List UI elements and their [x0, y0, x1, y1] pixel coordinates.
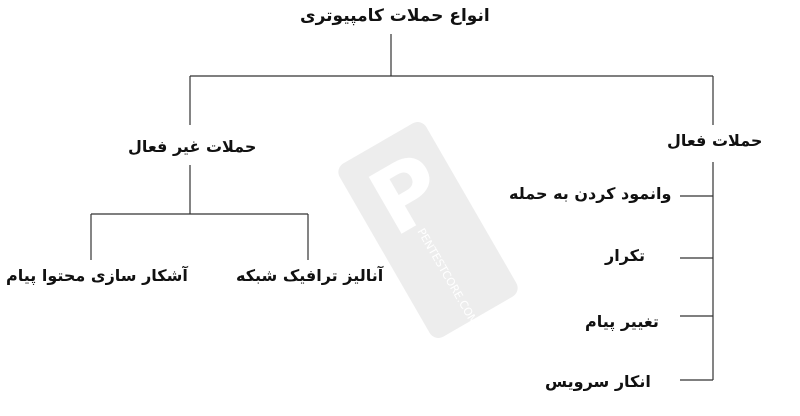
- active-leaf-masquerade: وانمود کردن به حمله: [509, 184, 672, 203]
- active-leaf-modification: تغییر پیام: [585, 312, 659, 331]
- passive-attacks-node: حملات غیر فعال: [128, 137, 257, 156]
- diagram-title: انواع حملات کامپیوتری: [300, 6, 490, 26]
- passive-leaf-release-of-content: آشکار سازی محتوا پیام: [6, 266, 188, 285]
- active-leaf-replay: تکرار: [605, 246, 645, 265]
- passive-leaf-traffic-analysis: آنالیز ترافیک شبکه: [236, 266, 384, 285]
- active-attacks-node: حملات فعال: [667, 131, 763, 150]
- active-leaf-denial-of-service: انکار سرویس: [545, 372, 651, 391]
